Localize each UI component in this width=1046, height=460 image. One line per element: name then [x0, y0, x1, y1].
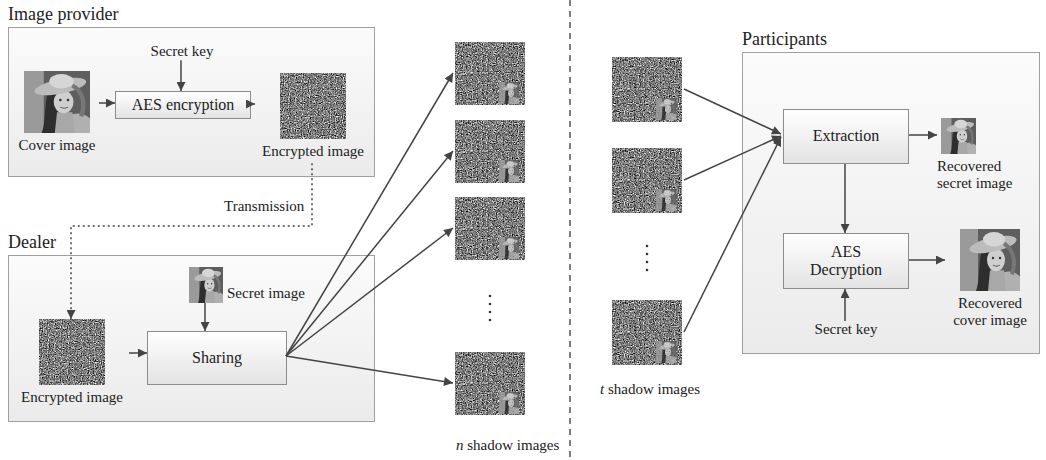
- shadow-image: [455, 352, 525, 415]
- photo-picture: [960, 229, 1020, 291]
- box-label: AES Decryption: [804, 243, 888, 280]
- photo-picture: [24, 71, 90, 133]
- panel-heading: Dealer: [8, 232, 56, 252]
- image-caption: Cover image: [18, 137, 95, 154]
- image-node: Recovered cover image: [945, 229, 1035, 333]
- shadow-image: [455, 42, 525, 105]
- shadow-image: [612, 148, 682, 213]
- connector-arrow: [180, 60, 182, 91]
- box-label: AES encryption: [132, 96, 235, 114]
- image-node: Secret image: [189, 267, 331, 303]
- region-panel: DealerSecret imageEncrypted imageSharing: [8, 255, 375, 422]
- connector-arrow: [71, 163, 312, 319]
- collect-arrows: [684, 89, 781, 332]
- photo-picture: [189, 267, 223, 303]
- connector-arrow: [909, 259, 945, 261]
- image-caption: Recovered secret image: [937, 158, 1033, 193]
- shadow-image: [612, 57, 682, 122]
- plain-label: Secret key: [151, 43, 214, 59]
- region-panel: ParticipantsExtractionRecovered secret i…: [742, 52, 1040, 354]
- image-node: Encrypted image: [15, 319, 129, 409]
- process-box: AES Decryption: [783, 233, 909, 289]
- share-arrows: [286, 73, 453, 383]
- photo-picture: [941, 118, 976, 154]
- ellipsis-dots: [646, 245, 649, 272]
- key-label: Secret key: [147, 43, 217, 60]
- key-label: Secret key: [811, 321, 881, 338]
- process-box: Sharing: [147, 331, 287, 385]
- shadow-image: [612, 300, 682, 365]
- plain-label: Secret key: [815, 321, 878, 337]
- encrypted-picture: [39, 319, 105, 385]
- image-caption: Secret image: [227, 285, 305, 302]
- ellipsis-dots: [489, 295, 492, 322]
- image-caption: Encrypted image: [262, 143, 364, 160]
- shadow-image: [455, 120, 525, 183]
- process-box: Extraction: [783, 109, 909, 164]
- caption-label: t shadow images: [600, 381, 700, 398]
- image-node: Cover image: [15, 71, 99, 157]
- box-label: Sharing: [192, 349, 242, 367]
- connector-arrow: [251, 103, 255, 105]
- image-caption: Encrypted image: [21, 389, 123, 406]
- box-label: Extraction: [813, 127, 880, 145]
- divider-line: [569, 0, 571, 460]
- connector-arrow: [844, 164, 846, 233]
- connector-arrow: [99, 102, 115, 104]
- panel-heading: Participants: [742, 29, 827, 49]
- image-node: Encrypted image: [255, 73, 371, 163]
- edge-label: Transmission: [224, 198, 304, 215]
- connector-arrow: [909, 134, 937, 136]
- connector-arrow: [204, 303, 206, 331]
- connector-arrow: [129, 352, 147, 354]
- shadow-image: [455, 197, 525, 260]
- encrypted-picture: [280, 73, 346, 139]
- image-node: Recovered secret image: [937, 118, 1033, 196]
- process-box: AES encryption: [115, 91, 251, 119]
- connector-arrow: [844, 289, 846, 321]
- panel-heading: Image provider: [8, 4, 118, 24]
- caption-label: n shadow images: [456, 437, 559, 454]
- region-panel: Image providerCover imageSecret keyAES e…: [8, 27, 375, 177]
- image-caption: Recovered cover image: [945, 295, 1035, 330]
